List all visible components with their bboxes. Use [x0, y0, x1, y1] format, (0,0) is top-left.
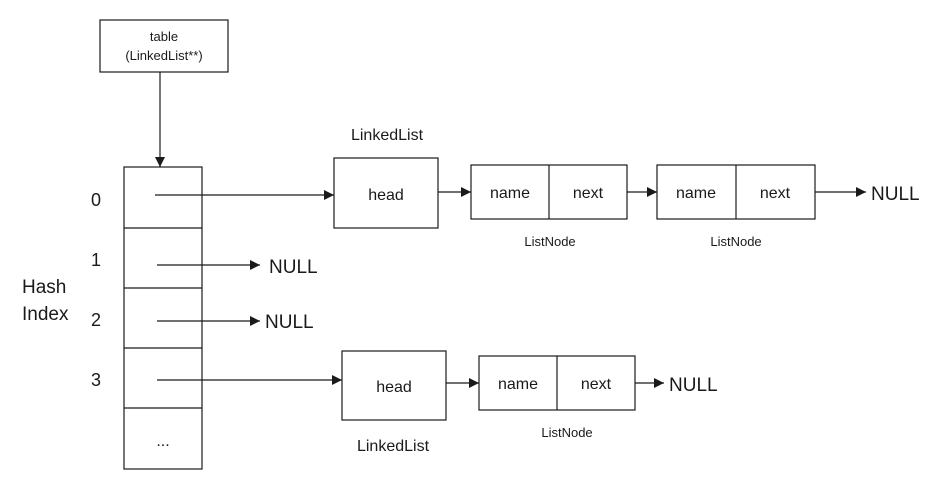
table-pointer-box: table (LinkedList**) — [99, 19, 229, 73]
linkedlist-row3: head — [341, 350, 447, 421]
listnode-label-row0-b: ListNode — [710, 234, 761, 249]
null-label-row2: NULL — [265, 312, 314, 333]
listnode-row3: name next — [478, 355, 636, 411]
index-axis-label: Index — [22, 304, 69, 325]
index-label-0: 0 — [91, 190, 101, 210]
linkedlist-label-top: LinkedList — [351, 127, 424, 144]
listnode-row0-b: name next — [656, 164, 816, 220]
head-label-row3: head — [376, 379, 412, 396]
table-box-title: table — [150, 29, 178, 44]
index-label-3: 3 — [91, 370, 101, 390]
null-label-row0: NULL — [871, 184, 920, 205]
listnode-label-row3: ListNode — [541, 425, 592, 440]
hash-axis-label: Hash — [22, 277, 66, 298]
ellipsis-cell: ... — [156, 433, 169, 450]
node-next-field: next — [573, 185, 604, 202]
hash-array: ... — [123, 166, 203, 470]
head-label-row0: head — [368, 187, 404, 204]
null-label-row1: NULL — [269, 257, 318, 278]
index-label-2: 2 — [91, 310, 101, 330]
node-name-field: name — [498, 376, 538, 393]
listnode-label-row0-a: ListNode — [524, 234, 575, 249]
listnode-row0-a: name next — [470, 164, 628, 220]
node-name-field: name — [490, 185, 530, 202]
index-label-1: 1 — [91, 250, 101, 270]
linkedlist-row0: head — [333, 157, 439, 229]
node-next-field: next — [760, 185, 791, 202]
node-name-field: name — [676, 185, 716, 202]
table-box-type: (LinkedList**) — [125, 48, 202, 63]
null-label-row3: NULL — [669, 375, 718, 396]
linkedlist-label-bottom: LinkedList — [357, 438, 430, 455]
node-next-field: next — [581, 376, 612, 393]
